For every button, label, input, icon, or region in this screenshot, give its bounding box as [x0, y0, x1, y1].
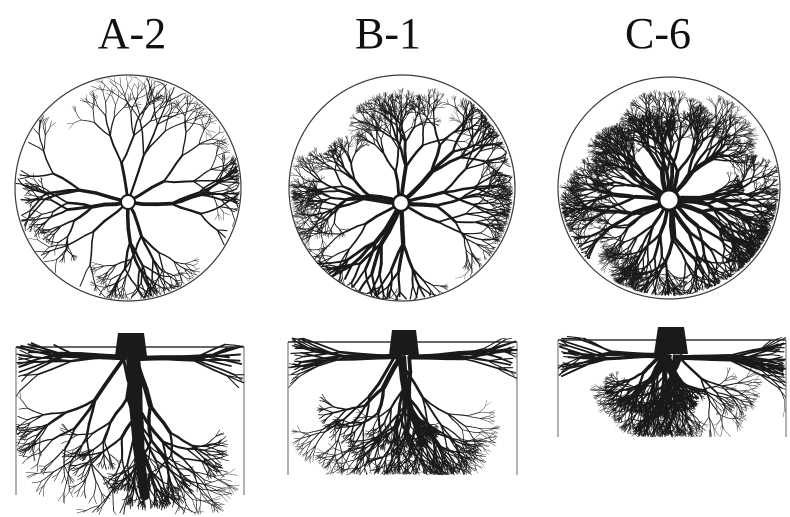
root-profile-a [16, 343, 244, 515]
stump-a [115, 333, 147, 356]
top-view-c [558, 77, 780, 299]
stump-b [389, 330, 419, 355]
root-profile-b [289, 338, 517, 475]
side-view-a [16, 333, 244, 515]
root-spread-a [16, 76, 240, 300]
stem-base-b [393, 195, 409, 211]
side-view-c [558, 327, 786, 437]
stem-base-c [659, 190, 679, 210]
top-view-b [289, 75, 515, 301]
stem-base-a [121, 195, 135, 209]
stump-c [654, 327, 688, 354]
top-view-circle-a [15, 75, 241, 301]
top-view-a [15, 75, 241, 301]
side-view-b [288, 330, 517, 475]
